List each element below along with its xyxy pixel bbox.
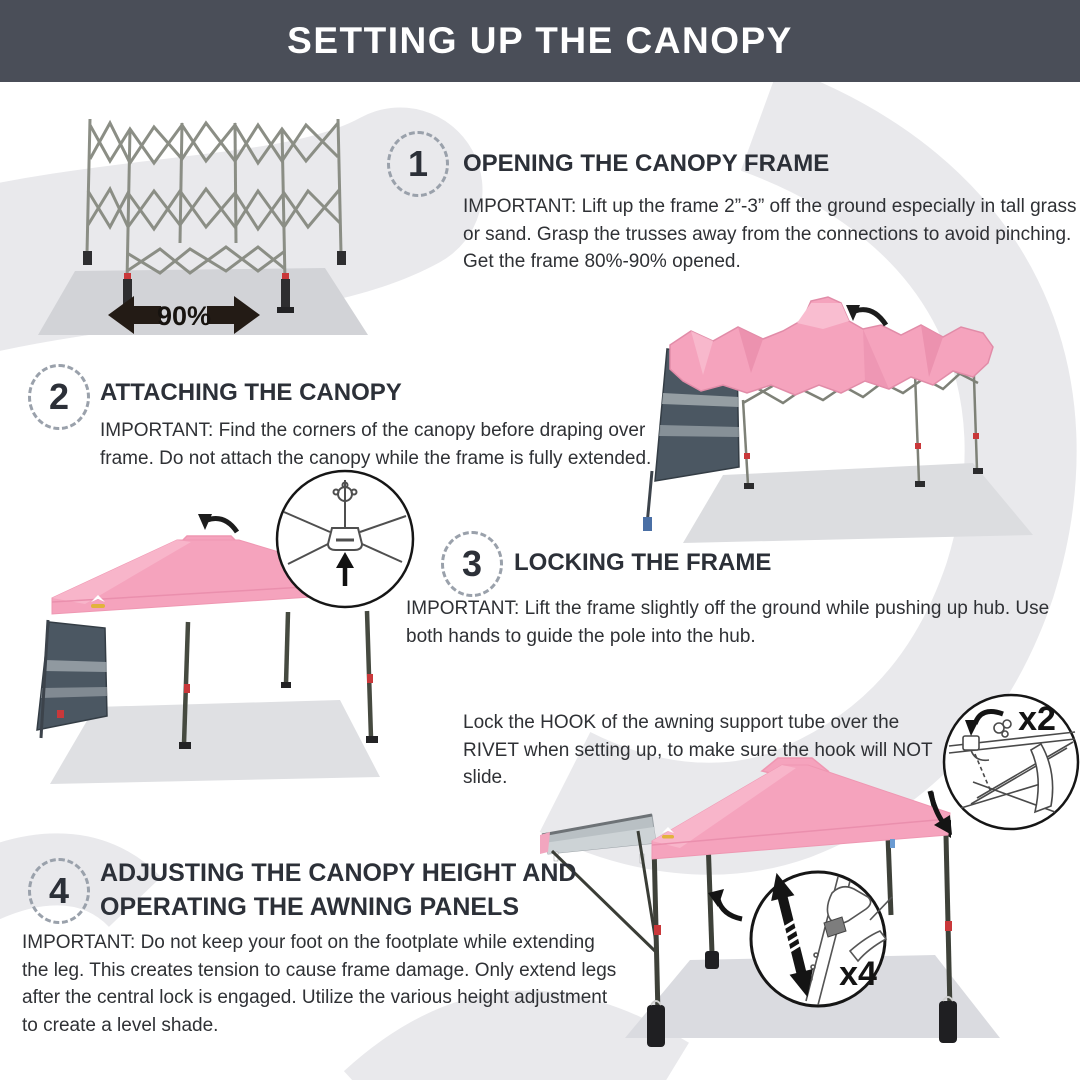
- arrow-down-right-icon: [927, 790, 952, 835]
- step-1-instructions: IMPORTANT: Lift up the frame 2”-3” off t…: [463, 196, 1077, 272]
- attached-canopy-illustration: [36, 514, 380, 784]
- header-bar: SETTING UP THE CANOPY: [0, 0, 1080, 82]
- folded-frame-trusses: [85, 118, 343, 282]
- hook-rivet-note: Lock the HOOK of the awning support tube…: [463, 712, 933, 788]
- double-arrow-icon: [771, 872, 813, 998]
- page-title: SETTING UP THE CANOPY: [287, 20, 793, 61]
- brand-logo: [662, 827, 674, 839]
- curved-arrow-icon: [198, 514, 240, 534]
- leg-adjust-magnifier: x4: [749, 870, 893, 1008]
- times-two-label: x2: [1018, 700, 1056, 738]
- awning-panel: [540, 813, 659, 955]
- step-3-title: LOCKING THE FRAME: [514, 549, 772, 576]
- swirl-bottom-center: [343, 990, 689, 1080]
- leg-adjust-line-art: [805, 876, 893, 1006]
- open-percent-label: 90%: [157, 301, 211, 331]
- step-3-number: 3: [441, 531, 503, 597]
- step-4-title: ADJUSTING THE CANOPY HEIGHT AND OPERATIN…: [100, 859, 577, 921]
- side-panel: [36, 619, 108, 739]
- hub-line-art: [283, 480, 407, 565]
- curved-arrow-icon: [965, 709, 1004, 736]
- draping-canopy-illustration: [643, 296, 1033, 543]
- tent-shadow: [50, 700, 380, 784]
- hub-detail-magnifier: [275, 469, 415, 609]
- tent-shadow: [683, 463, 1033, 543]
- step-1-number: 1: [387, 131, 449, 197]
- folded-frame-illustration: 90%: [38, 118, 368, 335]
- times-four-label: x4: [839, 955, 877, 993]
- height-adjust-illustration: x4: [540, 757, 1000, 1047]
- step-2-title: ATTACHING THE CANOPY: [100, 379, 402, 406]
- step-3-instructions: IMPORTANT: Lift the frame slightly off t…: [406, 598, 1050, 647]
- arrow-up-icon: [336, 552, 354, 586]
- arrow-left-icon: [108, 296, 161, 334]
- open-percent-callout: 90%: [108, 296, 260, 334]
- brand-logo: [91, 595, 105, 608]
- step-2-number: 2: [28, 364, 90, 430]
- step-4-number: 4: [28, 858, 90, 924]
- hook-rivet-magnifier: x2: [928, 693, 1080, 838]
- open-frame-feet: [744, 433, 983, 489]
- tent-feet: [179, 674, 378, 749]
- step-1-title: OPENING THE CANOPY FRAME: [463, 150, 830, 177]
- arrow-right-icon: [207, 296, 260, 334]
- curved-arrow-icon: [708, 889, 743, 922]
- step-2-instructions: IMPORTANT: Find the corners of the canop…: [100, 420, 652, 469]
- leg-details: [647, 921, 957, 1047]
- crumpled-canopy: [669, 296, 994, 396]
- swirl-left-band: [0, 107, 483, 351]
- canopy-roof: [651, 757, 951, 860]
- curved-arrow-icon: [846, 305, 889, 327]
- step-4-instructions: IMPORTANT: Do not keep your foot on the …: [22, 932, 617, 1036]
- hook-line-art: [948, 719, 1076, 814]
